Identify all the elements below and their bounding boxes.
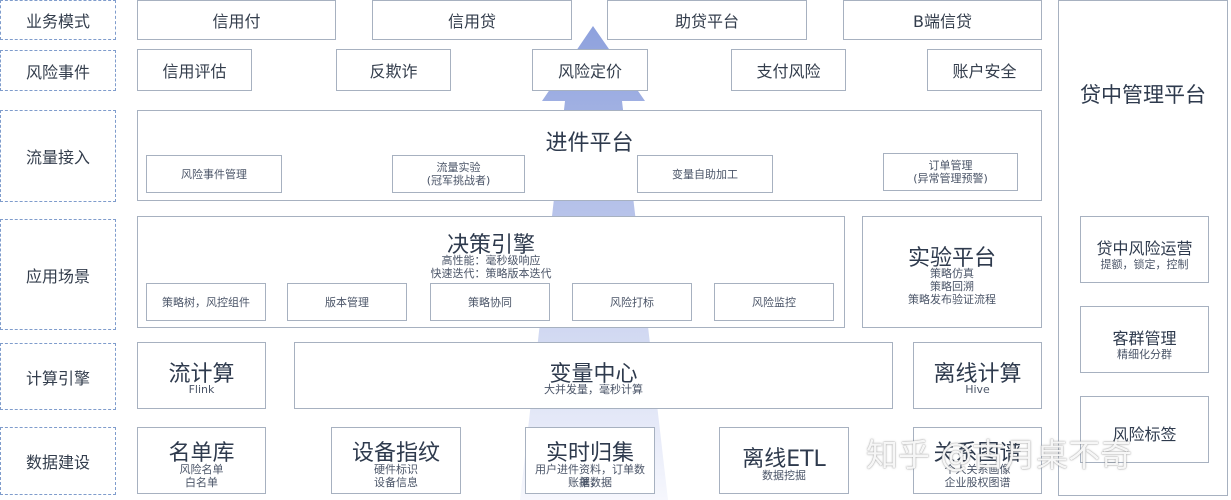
data-realtime-collect-sub-2: 账单数据 [568, 476, 612, 489]
right-item-risk-operation-sub: 提额，锁定，控制 [1100, 258, 1189, 271]
access-item-line: 变量自助加工 [672, 167, 738, 181]
data-device-fingerprint-sub-1: 硬件标识 [374, 463, 418, 476]
experiment-platform-title: 实验平台 [907, 246, 996, 271]
decision-engine-subtitle-1: 高性能：毫秒级响应 [441, 254, 541, 267]
right-item-risk-tag-title: 风险标签 [1112, 425, 1177, 444]
risk-event-payment-risk: 支付风险 [731, 49, 846, 91]
data-offline-etl-sub: 数据挖掘 [762, 469, 806, 482]
experiment-line-release-validation: 策略发布验证流程 [908, 293, 996, 306]
data-realtime-collect-sub-1: 用户进件资料，订单数据， [535, 463, 645, 489]
decision-item-label: 风险监控 [752, 295, 796, 309]
decision-engine-panel: 决策引擎 高性能：毫秒级响应 快速迭代：策略版本迭代 策略树，风控组件 版本管理… [137, 216, 845, 328]
access-item-variable-processing: 变量自助加工 [637, 155, 773, 193]
business-mode-loan-assist: 助贷平台 [607, 0, 807, 40]
compute-offline-title: 离线计算 [933, 362, 1022, 387]
row-label-compute-engine: 计算引擎 [0, 343, 116, 410]
access-item-line: (冠军挑战者) [426, 174, 491, 187]
decision-item-strategy-collab: 策略协同 [430, 283, 550, 321]
access-platform-title: 进件平台 [545, 131, 634, 156]
data-realtime-collect: 实时归集 用户进件资料，订单数据， 账单数据 [525, 427, 655, 494]
decision-item-label: 版本管理 [325, 295, 369, 309]
risk-event-account-security: 账户安全 [927, 49, 1042, 91]
access-item-line: 风险事件管理 [181, 167, 247, 181]
access-item-traffic-experiment: 流量实验 (冠军挑战者) [392, 155, 525, 193]
compute-variable-center-title: 变量中心 [549, 362, 638, 387]
data-name-list: 名单库 风险名单 白名单 [137, 427, 266, 494]
decision-item-label: 策略树，风控组件 [162, 295, 250, 309]
access-platform-panel: 进件平台 风险事件管理 流量实验 (冠军挑战者) 变量自助加工 订单管理 (异常… [137, 110, 1042, 201]
decision-item-risk-monitor: 风险监控 [714, 283, 834, 321]
row-label-application: 应用场景 [0, 219, 116, 330]
right-item-customer-group: 客群管理 精细化分群 [1080, 306, 1209, 373]
compute-stream-sub: Flink [188, 383, 215, 396]
business-mode-credit-loan: 信用贷 [372, 0, 572, 40]
access-item-line: (异常管理预警) [913, 172, 988, 185]
data-relation-graph: 关系图谱 个人关系画像 企业股权图谱 [913, 427, 1042, 494]
row-label-data-build: 数据建设 [0, 427, 116, 495]
row-label-traffic-access: 流量接入 [0, 110, 116, 202]
watermark-text: 知乎 @古月桌不奇 [866, 436, 1133, 474]
right-item-risk-operation-title: 贷中风险运营 [1096, 239, 1193, 258]
compute-offline-sub: Hive [965, 383, 990, 396]
data-device-fingerprint-title: 设备指纹 [351, 441, 440, 466]
right-item-customer-group-title: 客群管理 [1112, 329, 1177, 348]
data-relation-graph-sub-2: 企业股权图谱 [944, 476, 1011, 489]
decision-item-label: 策略协同 [468, 295, 512, 309]
data-name-list-title: 名单库 [168, 441, 235, 466]
compute-stream-title: 流计算 [168, 362, 235, 387]
risk-event-credit-assessment: 信用评估 [137, 49, 252, 91]
decision-engine-subtitle-2: 快速迭代：策略版本迭代 [430, 267, 552, 280]
access-item-line: 流量实验 [436, 161, 481, 174]
data-relation-graph-sub-1: 个人关系画像 [944, 463, 1011, 476]
right-item-customer-group-sub: 精细化分群 [1117, 348, 1172, 361]
data-relation-graph-title: 关系图谱 [933, 441, 1022, 466]
decision-engine-title: 决策引擎 [446, 233, 535, 258]
row-label-business-mode: 业务模式 [0, 0, 116, 40]
access-item-order-mgmt: 订单管理 (异常管理预警) [883, 153, 1018, 191]
decision-item-label: 风险打标 [610, 295, 654, 309]
compute-variable-center: 变量中心 大并发量，毫秒计算 [294, 342, 893, 409]
risk-event-risk-pricing: 风险定价 [532, 49, 648, 91]
risk-event-anti-fraud: 反欺诈 [336, 49, 451, 91]
experiment-platform-panel: 实验平台 策略仿真 策略回溯 策略发布验证流程 [862, 216, 1042, 328]
data-device-fingerprint-sub-2: 设备信息 [374, 476, 418, 489]
experiment-line-simulation: 策略仿真 [930, 267, 974, 280]
post-loan-platform-title: 贷中管理平台 [1080, 83, 1206, 107]
right-item-risk-tag: 风险标签 [1080, 396, 1209, 463]
data-name-list-sub-1: 风险名单 [179, 463, 224, 476]
right-item-risk-operation: 贷中风险运营 提额，锁定，控制 [1080, 216, 1209, 283]
access-item-risk-event-mgmt: 风险事件管理 [146, 155, 282, 193]
data-realtime-collect-title: 实时归集 [545, 441, 634, 466]
row-label-risk-event: 风险事件 [0, 50, 116, 91]
decision-item-strategy-tree: 策略树，风控组件 [146, 283, 266, 321]
business-mode-credit-pay: 信用付 [137, 0, 336, 40]
data-name-list-sub-2: 白名单 [185, 476, 218, 489]
decision-item-version-mgmt: 版本管理 [287, 283, 407, 321]
access-item-line: 订单管理 [928, 159, 973, 172]
data-offline-etl: 离线ETL 数据挖掘 [719, 427, 849, 494]
compute-stream: 流计算 Flink [137, 342, 266, 409]
data-device-fingerprint: 设备指纹 硬件标识 设备信息 [331, 427, 461, 494]
business-mode-b2b-credit: B端信贷 [843, 0, 1042, 40]
compute-offline: 离线计算 Hive [913, 342, 1042, 409]
compute-variable-center-sub: 大并发量，毫秒计算 [544, 383, 643, 396]
decision-item-risk-tagging: 风险打标 [572, 283, 692, 321]
data-offline-etl-title: 离线ETL [742, 447, 826, 472]
experiment-line-backtest: 策略回溯 [930, 280, 974, 293]
